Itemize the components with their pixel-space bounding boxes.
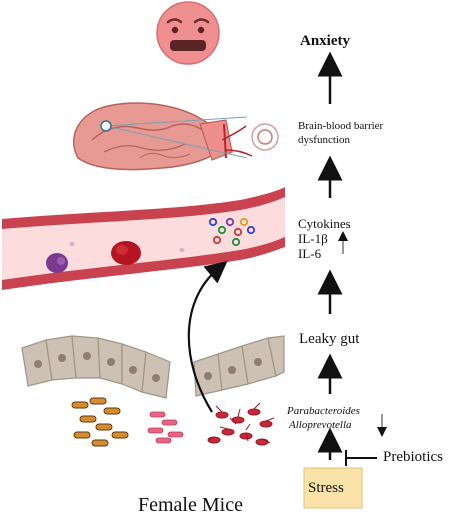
il6-label: IL-6 bbox=[298, 246, 322, 261]
gut-to-blood-arrow bbox=[187, 261, 228, 413]
alloprevotella-label: Alloprevotella bbox=[289, 419, 352, 431]
epithelial-nuclei bbox=[34, 352, 262, 382]
stress-label: Stress bbox=[308, 480, 344, 496]
anxious-face-icon bbox=[156, 1, 220, 65]
stress-box bbox=[303, 467, 363, 509]
bbb-label-line2: dysfunction bbox=[298, 134, 350, 146]
bacteria-cluster-icon bbox=[71, 397, 275, 447]
anxiety-label: Anxiety bbox=[300, 33, 350, 49]
bbb-label-line1: Brain-blood barrier bbox=[298, 120, 384, 132]
prebiotics-label: Prebiotics bbox=[383, 449, 443, 465]
leaky-gut-label: Leaky gut bbox=[299, 331, 360, 347]
cytokines-label: Cytokines bbox=[298, 216, 351, 231]
brain-illustration bbox=[73, 102, 279, 171]
gut-epithelium bbox=[21, 335, 285, 399]
female-mice-label: Female Mice bbox=[138, 494, 243, 516]
parabacteroides-label: Parabacteroides bbox=[287, 405, 360, 417]
prebiotics-inhibition bbox=[345, 450, 377, 466]
il1b-label: IL-1β bbox=[298, 231, 328, 246]
blood-vessel bbox=[2, 187, 285, 290]
